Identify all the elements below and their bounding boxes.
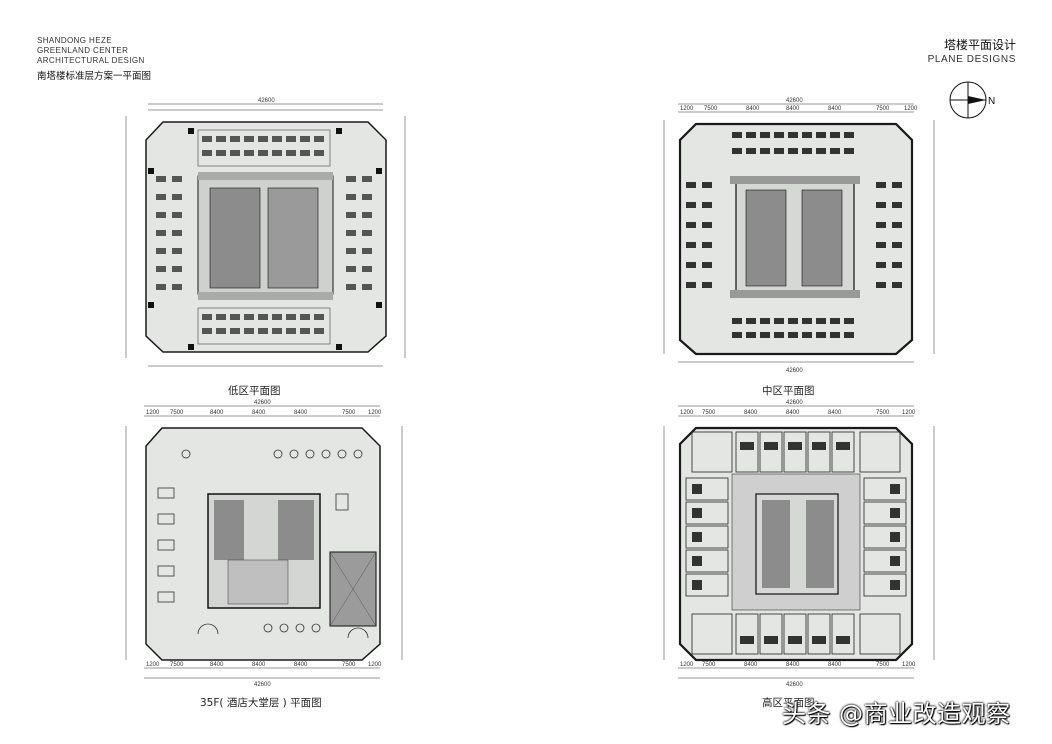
svg-text:7500: 7500 [876, 662, 890, 668]
floor-plan-high-zone: 42600 1200 7500 8400 8400 8400 7500 1200 1200 7… [663, 400, 935, 688]
dimension-lines: 42600 [125, 98, 406, 367]
svg-text:1200: 1200 [680, 410, 694, 416]
svg-text:7500: 7500 [704, 106, 718, 112]
svg-text:8400: 8400 [744, 410, 758, 416]
sheet-title-block: 塔楼平面设计 PLANE DESIGNS [928, 36, 1016, 65]
desk-grid-bottom [197, 307, 331, 345]
svg-text:8400: 8400 [828, 410, 842, 416]
svg-text:8400: 8400 [294, 410, 308, 416]
svg-text:8400: 8400 [786, 106, 800, 112]
dimension-lines: 42600 1200 7500 8400 8400 8400 7500 1200 1200 7… [663, 400, 935, 688]
svg-text:7500: 7500 [702, 410, 716, 416]
svg-text:1200: 1200 [680, 662, 694, 668]
north-label: N [988, 96, 995, 107]
lobby-furniture [157, 449, 369, 639]
svg-text:7500: 7500 [876, 410, 890, 416]
floor-plan-mid-zone: 42600 1200 7500 8400 8400 8400 7500 1200 42600 [663, 98, 935, 374]
svg-text:7500: 7500 [702, 662, 716, 668]
sheet-title-en: PLANE DESIGNS [927, 54, 1016, 65]
project-header: SHANDONG HEZE GREENLAND CENTER ARCHITECT… [37, 36, 151, 82]
floor-plan-low-zone: 42600 [125, 98, 406, 367]
total-dimension: 42600 [786, 98, 803, 104]
dimension-lines: 42600 1200 7500 8400 8400 8400 7500 1200 1200 7… [125, 400, 403, 688]
svg-text:7500: 7500 [170, 410, 184, 416]
sheet-subtitle: 南塔楼标准层方案一平面图 [37, 71, 152, 82]
svg-text:7500: 7500 [342, 662, 356, 668]
project-name-line3: ARCHITECTURAL DESIGN [37, 56, 145, 65]
svg-text:1200: 1200 [146, 410, 160, 416]
svg-text:7500: 7500 [342, 410, 356, 416]
svg-text:42600: 42600 [254, 682, 271, 688]
svg-text:1200: 1200 [680, 106, 694, 112]
svg-text:7500: 7500 [170, 662, 184, 668]
svg-text:7500: 7500 [876, 106, 890, 112]
svg-text:42600: 42600 [786, 368, 803, 374]
watermark: 头条 @商业改造观察 [782, 700, 1011, 728]
svg-text:8400: 8400 [746, 106, 760, 112]
desk-grid-left [156, 176, 182, 290]
north-arrow-icon: N [949, 81, 995, 119]
svg-text:8400: 8400 [210, 662, 224, 668]
project-name-line1: SHANDONG HEZE [37, 36, 112, 45]
svg-text:8400: 8400 [252, 662, 266, 668]
svg-text:8400: 8400 [210, 410, 224, 416]
guest-rooms [685, 431, 907, 655]
total-dimension: 42600 [254, 400, 271, 406]
desk-grid-right [346, 176, 372, 290]
svg-text:1200: 1200 [904, 106, 918, 112]
plan-caption-low: 低区平面图 [228, 385, 281, 397]
svg-text:8400: 8400 [744, 662, 758, 668]
svg-text:8400: 8400 [252, 410, 266, 416]
plan-caption-35f: 35F( 酒店大堂层 ) 平面图 [200, 697, 322, 709]
svg-text:1200: 1200 [368, 410, 382, 416]
svg-text:8400: 8400 [828, 106, 842, 112]
floor-plan-35f-hotel-lobby: 42600 1200 7500 8400 8400 8400 7500 1200 1200 7… [125, 400, 403, 688]
desk-grid [686, 132, 902, 338]
svg-text:1200: 1200 [368, 662, 382, 668]
project-name-line2: GREENLAND CENTER [37, 46, 129, 55]
svg-text:42600: 42600 [786, 682, 803, 688]
svg-text:8400: 8400 [828, 662, 842, 668]
svg-text:8400: 8400 [786, 410, 800, 416]
desk-grid-top [197, 129, 331, 167]
svg-text:8400: 8400 [294, 662, 308, 668]
total-dimension: 42600 [786, 400, 803, 406]
svg-text:1200: 1200 [902, 662, 916, 668]
plan-caption-mid: 中区平面图 [762, 385, 815, 397]
svg-text:8400: 8400 [786, 662, 800, 668]
total-dimension: 42600 [258, 98, 275, 104]
svg-text:1200: 1200 [146, 662, 160, 668]
sheet-title-cn: 塔楼平面设计 [943, 38, 1016, 52]
svg-text:1200: 1200 [902, 410, 916, 416]
plan-caption-high: 高区平面图 [762, 697, 815, 709]
dimension-lines: 42600 1200 7500 8400 8400 8400 7500 1200 42600 [663, 98, 935, 374]
